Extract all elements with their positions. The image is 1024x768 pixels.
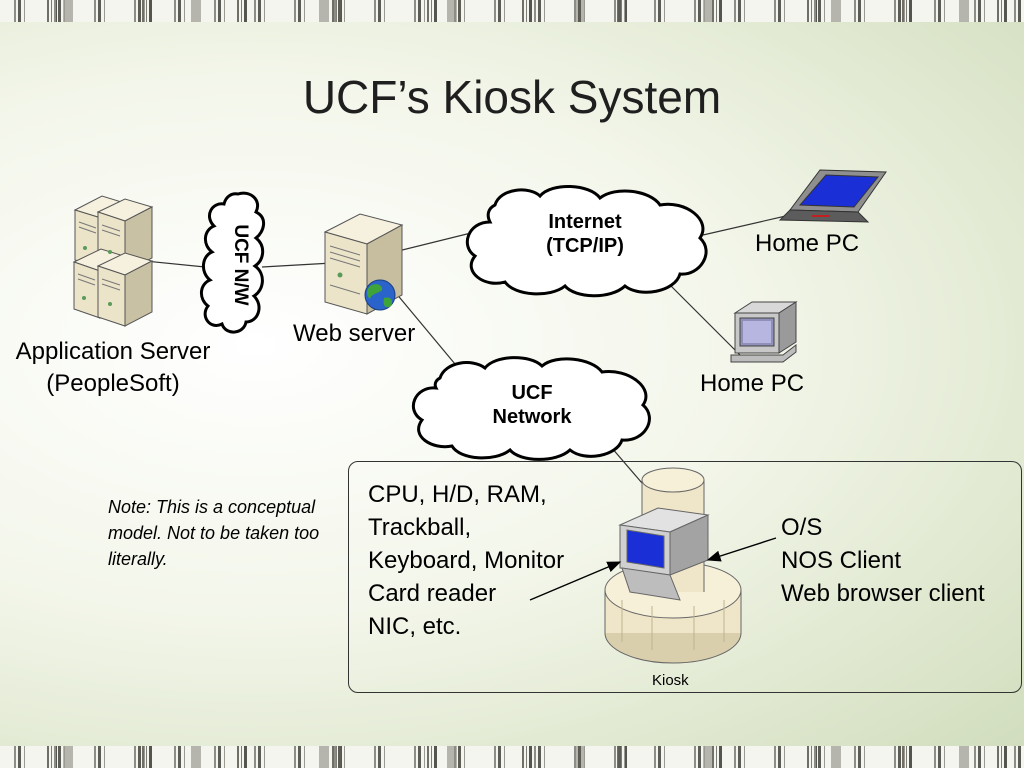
server-icon — [72, 195, 154, 327]
software-item: Web browser client — [781, 580, 985, 607]
application-server-label-line-2: (PeopleSoft) — [46, 370, 180, 397]
hardware-item: Keyboard, Monitor — [368, 547, 565, 574]
internet-label-line-1: Internet — [548, 211, 622, 233]
ucf-nw-label: UCF N/W — [230, 224, 251, 306]
cloud-icon — [465, 184, 708, 298]
desktop-icon — [730, 301, 798, 363]
bottom-decorative-band — [0, 746, 1024, 768]
link-internet-desktop — [659, 274, 741, 356]
slide-title: UCF’s Kiosk System — [302, 71, 722, 123]
application-server-label-line-1: Application Server — [15, 338, 211, 365]
cloud-icon — [200, 191, 265, 334]
ucf-network-label-line-2: Network — [492, 406, 572, 428]
web-server-label: Web server — [293, 320, 416, 347]
globe-icon — [364, 279, 396, 311]
laptop-icon — [778, 169, 887, 223]
home-pc-desktop-label: Home PC — [700, 370, 805, 397]
server-unit-back-right — [96, 198, 154, 273]
internet-label: Internet (TCP/IP) — [520, 210, 650, 258]
kiosk-software-list: O/S NOS Client Web browser client — [781, 511, 985, 610]
software-item: NOS Client — [781, 547, 902, 574]
software-item: O/S — [781, 514, 823, 541]
hardware-item: Trackball, — [368, 514, 472, 541]
kiosk-icon — [604, 467, 742, 664]
application-server-label: Application Server (PeopleSoft) — [0, 336, 226, 400]
kiosk-hardware-list: CPU, H/D, RAM, Trackball, Keyboard, Moni… — [368, 478, 564, 643]
conceptual-model-note: Note: This is a conceptual model. Not to… — [108, 497, 320, 569]
hardware-item: Card reader — [368, 580, 497, 607]
cloud-icon — [411, 356, 651, 461]
arrow-software-to-kiosk — [706, 537, 777, 562]
hardware-item: CPU, H/D, RAM, — [368, 481, 547, 508]
link-internet-laptop — [702, 214, 791, 236]
kiosk-components-box — [348, 461, 1022, 693]
internet-label-line-2: (TCP/IP) — [546, 235, 624, 257]
arrow-hardware-to-kiosk — [529, 561, 622, 601]
server-unit-front-right — [96, 252, 154, 327]
top-decorative-band — [0, 0, 1024, 22]
kiosk-label: Kiosk — [652, 672, 689, 689]
ucf-network-label: UCF Network — [467, 381, 597, 429]
ucf-network-label-line-1: UCF — [511, 382, 553, 404]
hardware-item: NIC, etc. — [368, 613, 462, 640]
home-pc-laptop-label: Home PC — [755, 230, 860, 257]
